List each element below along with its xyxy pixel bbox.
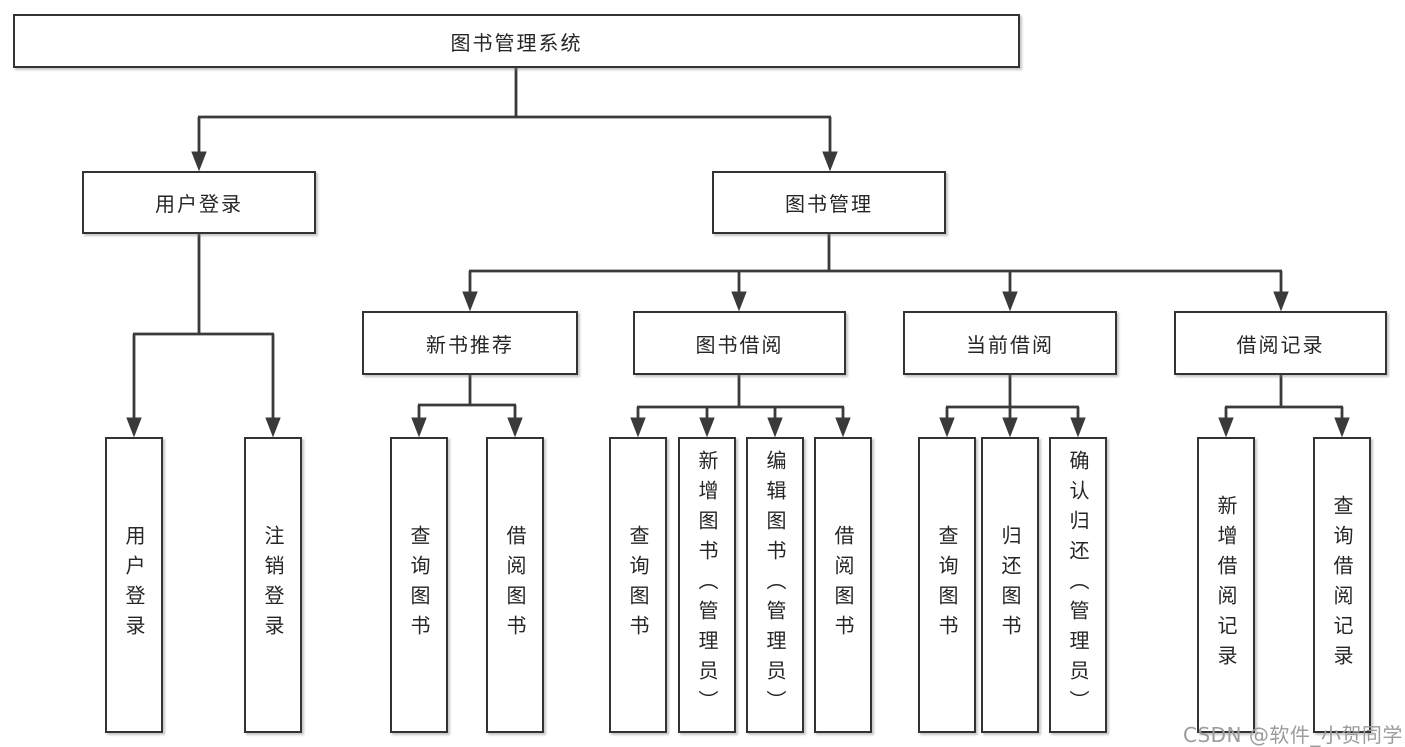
node-leaf-add-books-admin: 新增图书（管理员）	[678, 437, 736, 733]
edge-book-mgmt-to-level3	[462, 234, 1289, 312]
node-leaf-confirm-return-admin: 确认归还（管理员）	[1049, 437, 1107, 733]
node-leaf-edit-books-admin: 编辑图书（管理员）	[746, 437, 804, 733]
edge-user-login-to-leaves	[126, 234, 281, 438]
edge-root-to-level2	[191, 68, 838, 172]
node-label: 当前借阅	[966, 332, 1054, 357]
node-leaf-query-books-borrow: 查询图书	[609, 437, 667, 733]
node-leaf-query-books-current: 查询图书	[918, 437, 976, 733]
node-label: 编辑图书（管理员）	[763, 450, 787, 720]
node-label: 查询图书	[935, 525, 959, 645]
node-label: 查询图书	[407, 525, 431, 645]
node-new-book-recommend: 新书推荐	[362, 311, 578, 375]
node-user-login: 用户登录	[82, 171, 316, 234]
node-label: 确认归还（管理员）	[1066, 450, 1090, 720]
node-book-borrow: 图书借阅	[633, 311, 846, 375]
node-borrow-records: 借阅记录	[1174, 311, 1387, 375]
node-leaf-logout: 注销登录	[244, 437, 302, 733]
node-label: 图书借阅	[695, 332, 784, 357]
node-leaf-add-borrow-record: 新增借阅记录	[1197, 437, 1255, 733]
node-label: 查询借阅记录	[1330, 495, 1354, 675]
edge-new-rec-to-leaves	[411, 375, 523, 438]
csdn-watermark: CSDN @软件_小贺同学	[1183, 723, 1403, 747]
node-root-system: 图书管理系统	[13, 14, 1020, 68]
node-leaf-borrow-books: 借阅图书	[814, 437, 872, 733]
node-label: 查询图书	[626, 525, 650, 645]
node-label: 归还图书	[998, 525, 1022, 645]
node-label: 借阅图书	[503, 525, 527, 645]
node-leaf-user-login: 用户登录	[105, 437, 163, 733]
node-current-borrow: 当前借阅	[903, 311, 1117, 375]
edge-borrow-records-to-leaves	[1218, 375, 1350, 438]
node-label: 新增图书（管理员）	[695, 450, 719, 720]
node-leaf-query-books-recommend: 查询图书	[390, 437, 448, 733]
node-label: 用户登录	[155, 192, 243, 216]
node-book-management: 图书管理	[712, 171, 946, 234]
node-leaf-return-books: 归还图书	[981, 437, 1039, 733]
node-label: 借阅图书	[831, 525, 855, 645]
node-label: 图书管理系统	[450, 30, 583, 55]
node-label: 图书管理	[785, 192, 873, 216]
edge-book-borrow-to-leaves	[630, 375, 851, 438]
node-leaf-borrow-books-recommend: 借阅图书	[486, 437, 544, 733]
node-label: 注销登录	[261, 525, 285, 645]
edge-current-borrow-to-leaves	[939, 375, 1086, 438]
node-label: 新书推荐	[426, 332, 514, 357]
node-label: 用户登录	[122, 525, 146, 645]
node-leaf-query-borrow-record: 查询借阅记录	[1313, 437, 1371, 733]
node-label: 借阅记录	[1236, 332, 1325, 357]
node-label: 新增借阅记录	[1214, 495, 1238, 675]
